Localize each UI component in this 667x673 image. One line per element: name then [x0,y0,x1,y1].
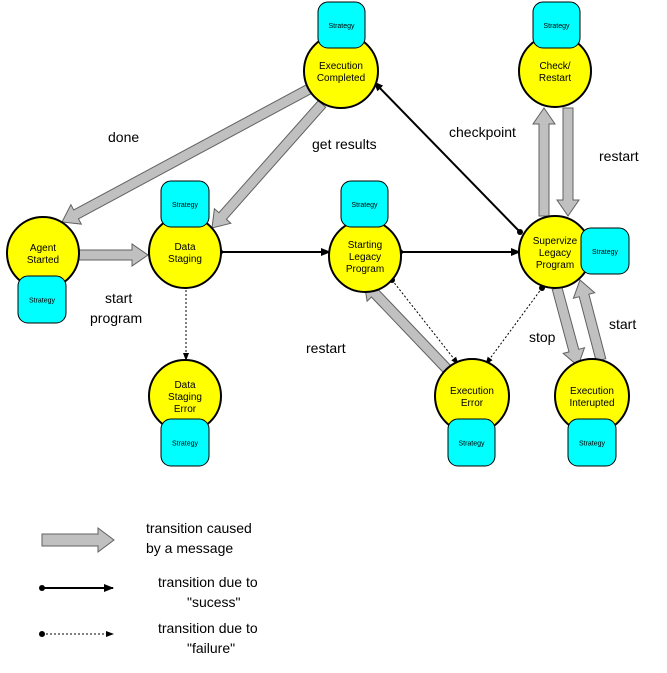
edge-labels: done get results checkpoint restart star… [90,124,639,356]
label-stop: stop [529,329,556,345]
state-execution-interupted-label: Interupted [569,398,614,409]
strategy-execution-error: Strategy [447,418,496,467]
msg-completed-to-staging [211,99,327,229]
msg-interupted-start [572,279,607,362]
state-starting-legacy-program-label: Program [346,264,384,275]
msg-supervize-to-check [532,107,556,217]
state-data-staging-label: Data [174,242,196,253]
state-execution-error-label: Execution [450,386,494,397]
strategy-data-staging-error: Strategy [160,418,210,467]
strategy-execution-interupted-label: Strategy [579,441,606,448]
msg-agent-to-staging [78,243,149,267]
legend-failure-line2: "failure" [187,640,235,656]
state-execution-completed-label: Completed [317,73,365,84]
label-start: start [609,316,636,332]
msg-exec-error-restart [363,281,452,374]
legend-message-line2: by a message [146,540,233,556]
state-execution-completed-label: Execution [319,61,363,72]
transition-supervize-to-completed [373,81,523,235]
legend-message-line1: transition caused [146,520,252,536]
strategy-agent-started-label: Strategy [29,298,56,305]
strategy-execution-interupted: Strategy [567,418,617,467]
label-restart-top: restart [599,148,639,164]
strategy-check-restart: Strategy [532,1,581,49]
strategy-execution-completed: Strategy [317,1,366,49]
state-check-restart-label: Restart [539,73,571,84]
state-supervize-legacy-program-label: Supervize [533,236,578,247]
strategy-agent-started: Strategy [17,275,67,324]
strategy-execution-completed-label: Strategy [328,23,355,30]
strategy-supervize-legacy-box [580,227,630,275]
strategy-data-staging-error-box [160,418,210,467]
state-data-staging-error-label: Staging [168,392,202,403]
state-agent-started-label: Agent [30,243,56,254]
strategy-starting-legacy-box [340,180,389,228]
failure-transitions [183,277,545,365]
msg-check-to-supervize [556,107,580,217]
success-transitions [217,81,523,256]
strategy-execution-completed-box [317,1,366,49]
strategy-supervize-legacy-label: Strategy [592,249,619,256]
state-supervize-legacy-program-label: Program [536,260,574,271]
strategy-execution-error-label: Strategy [458,441,485,448]
state-execution-interupted-label: Execution [570,386,614,397]
strategy-starting-legacy: Strategy [340,180,389,228]
state-execution-error-label: Error [461,398,484,409]
legend-failure-line1: transition due to [158,620,258,636]
legend: transition caused by a message transitio… [39,520,258,656]
legend-message-arrow [41,527,115,553]
state-data-staging-error-label: Error [174,404,197,415]
strategy-data-staging-label: Strategy [172,202,199,209]
strategy-check-restart-label: Strategy [543,23,570,30]
strategy-data-staging-box [160,180,210,228]
state-agent-started-label: Started [27,255,59,266]
legend-success-line1: transition due to [158,574,258,590]
label-start-program-1: start [105,290,132,306]
label-start-program-2: program [90,310,142,326]
msg-completed-to-agent-done [61,82,315,225]
legend-success-line2: "sucess" [187,594,241,610]
state-data-staging-error-label: Data [174,380,196,391]
state-starting-legacy-program-label: Legacy [349,252,381,263]
label-restart-left: restart [306,340,346,356]
strategy-execution-error-box [447,418,496,467]
strategy-data-staging: Strategy [160,180,210,228]
label-done: done [108,129,139,145]
strategy-supervize-legacy: Strategy [580,227,630,275]
msg-supervize-stop [551,286,586,367]
strategy-data-staging-error-label: Strategy [172,441,199,448]
state-supervize-legacy-program-label: Legacy [539,248,571,259]
state-check-restart-label: Check/ [539,61,570,72]
strategy-check-restart-box [532,1,581,49]
strategy-agent-started-box [17,275,67,324]
strategy-starting-legacy-label: Strategy [351,202,378,209]
strategy-execution-interupted-box [567,418,617,467]
state-starting-legacy-program-label: Starting [348,240,382,251]
label-checkpoint: checkpoint [449,124,516,140]
state-check-restart: Check/Restart [518,34,592,108]
state-data-staging-label: Staging [168,254,202,265]
label-get-results: get results [312,136,377,152]
transition-supervize-to-exec-error [485,285,545,365]
transition-starting-to-exec-error [389,277,459,365]
